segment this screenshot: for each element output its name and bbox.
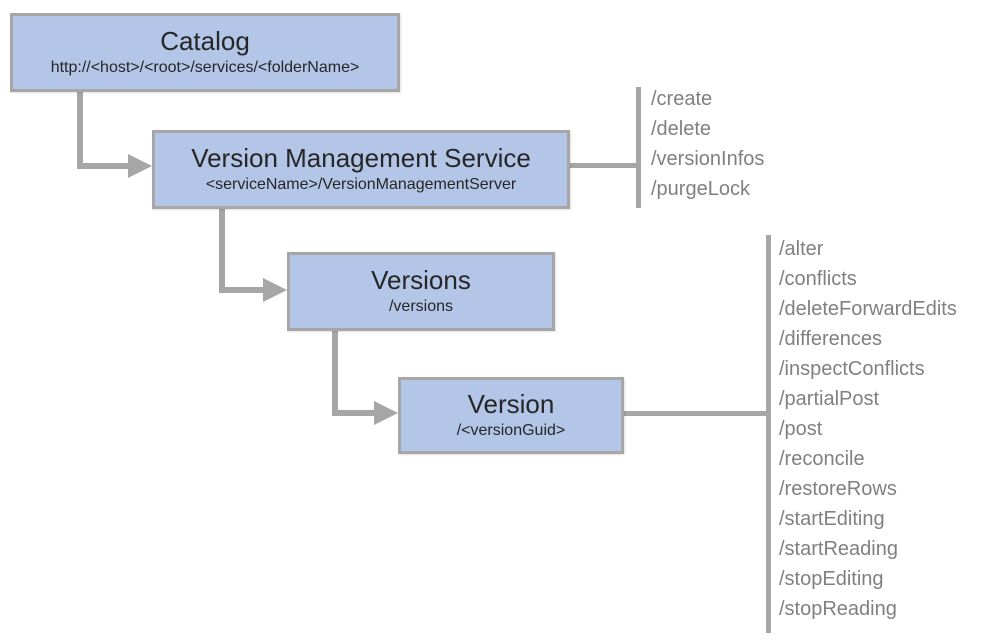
- node-catalog: Catalog http://<host>/<root>/services/<f…: [10, 13, 400, 92]
- node-title: Version Management Service: [191, 142, 531, 173]
- operation-item: /alter: [779, 238, 824, 260]
- connector-catalog-to-vms-vertical: [77, 91, 83, 169]
- arrowhead-right-icon: [128, 154, 152, 178]
- node-subtitle: http://<host>/<root>/services/<folderNam…: [50, 59, 360, 77]
- node-subtitle: /versions: [388, 298, 454, 316]
- operation-item: /post: [779, 418, 823, 440]
- connector-catalog-to-vms-horizontal: [77, 163, 130, 169]
- connector-vms-to-versions-vertical: [219, 208, 225, 293]
- operations-list-version: /alter/conflicts/deleteForwardEdits/diff…: [779, 234, 957, 624]
- operation-item: /versionInfos: [651, 148, 765, 170]
- operation-item: /startEditing: [779, 508, 885, 530]
- connector-version-to-operations: [622, 411, 768, 416]
- bracket-vms-operations: [636, 87, 641, 208]
- node-subtitle: /<versionGuid>: [456, 422, 566, 440]
- operation-item: /restoreRows: [779, 478, 897, 500]
- operation-item: /stopReading: [779, 598, 897, 620]
- node-versions: Versions /versions: [287, 252, 555, 331]
- operation-item: /reconcile: [779, 448, 865, 470]
- connector-versions-to-version-horizontal: [332, 410, 376, 416]
- operations-list-vms: /create/delete/versionInfos/purgeLock: [651, 84, 764, 204]
- operation-item: /stopEditing: [779, 568, 884, 590]
- operation-item: /inspectConflicts: [779, 358, 925, 380]
- operation-item: /partialPost: [779, 388, 880, 410]
- operation-item: /startReading: [779, 538, 898, 560]
- connector-vms-to-operations: [568, 163, 638, 168]
- operation-item: /delete: [651, 118, 712, 140]
- bracket-version-operations: [766, 235, 771, 633]
- connector-versions-to-version-vertical: [332, 330, 338, 416]
- arrowhead-right-icon: [263, 278, 287, 302]
- operation-item: /deleteForwardEdits: [779, 298, 957, 320]
- node-title: Versions: [371, 264, 471, 295]
- node-subtitle: <serviceName>/VersionManagementServer: [205, 176, 517, 194]
- node-title: Version: [467, 388, 555, 419]
- operation-item: /differences: [779, 328, 883, 350]
- connector-vms-to-versions-horizontal: [219, 287, 265, 293]
- node-version: Version /<versionGuid>: [398, 377, 624, 454]
- node-version-management-service: Version Management Service <serviceName>…: [152, 130, 570, 209]
- node-title: Catalog: [160, 25, 250, 56]
- operation-item: /create: [651, 88, 713, 110]
- operation-item: /purgeLock: [651, 178, 750, 200]
- arrowhead-right-icon: [374, 401, 398, 425]
- operation-item: /conflicts: [779, 268, 857, 290]
